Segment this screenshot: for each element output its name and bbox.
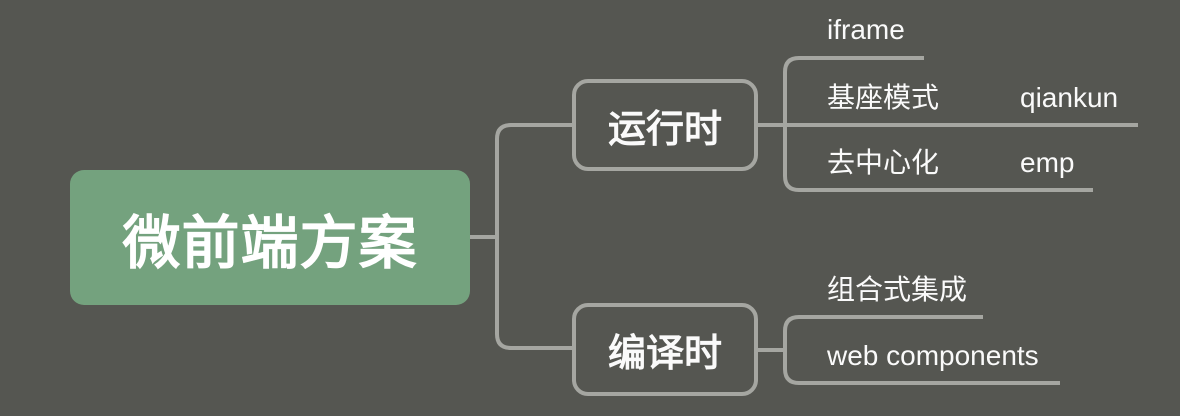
child-node-composite-integration[interactable]: 组合式集成 xyxy=(827,274,968,305)
branch-node-compile-time[interactable]: 编译时 xyxy=(572,303,758,396)
child-node-base-mode[interactable]: 基座模式 xyxy=(827,82,940,113)
branch-node-runtime-label: 运行时 xyxy=(607,108,722,151)
child-node-qiankun[interactable]: qiankun xyxy=(1020,82,1119,113)
branch-node-runtime[interactable]: 运行时 xyxy=(572,79,758,171)
connector-branch-trunk xyxy=(495,123,572,350)
child-node-web-components[interactable]: web components xyxy=(827,340,1039,371)
child-node-iframe[interactable]: iframe xyxy=(827,14,905,45)
child-node-decentralized[interactable]: 去中心化 xyxy=(827,147,940,178)
root-node[interactable]: 微前端方案 xyxy=(70,170,470,305)
child-node-emp[interactable]: emp xyxy=(1020,147,1075,178)
branch-node-compile-time-label: 编译时 xyxy=(607,333,722,375)
root-node-label: 微前端方案 xyxy=(122,210,418,276)
